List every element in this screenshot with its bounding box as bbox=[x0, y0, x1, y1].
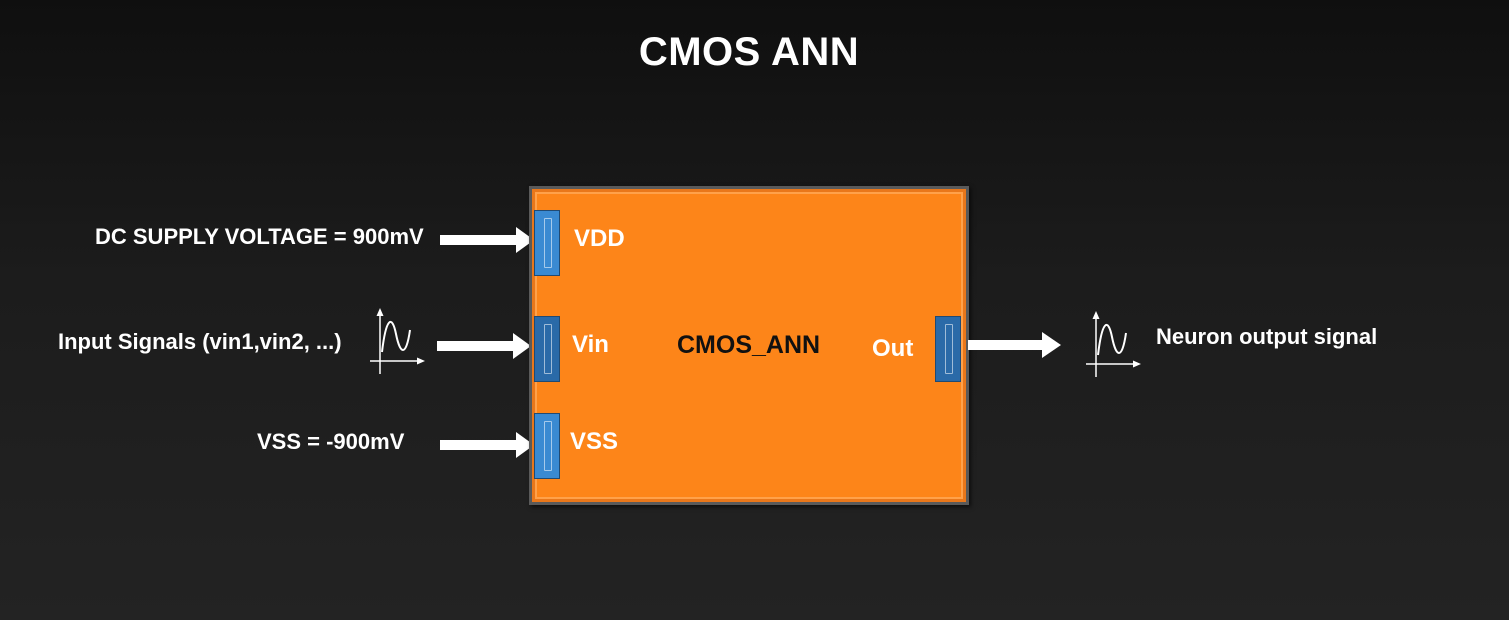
vin-pin-label: Vin bbox=[572, 331, 609, 358]
output-arrow-icon bbox=[968, 332, 1061, 358]
output-sine-wave-icon bbox=[1086, 311, 1141, 377]
vss-input-label: VSS = -900mV bbox=[257, 429, 405, 454]
vdd-arrow-icon bbox=[440, 227, 534, 253]
input-sine-wave-icon bbox=[370, 308, 425, 374]
cmos-ann-block bbox=[529, 186, 969, 505]
vss-arrow-icon bbox=[440, 432, 534, 458]
output-label: Neuron output signal bbox=[1156, 324, 1378, 349]
vdd-pin-label: VDD bbox=[574, 225, 625, 252]
vss-pin bbox=[534, 413, 560, 479]
block-name: CMOS_ANN bbox=[677, 331, 821, 359]
out-pin-label: Out bbox=[872, 335, 914, 362]
diagram-title: CMOS ANN bbox=[638, 30, 860, 74]
vdd-input-label: DC SUPPLY VOLTAGE = 900mV bbox=[95, 224, 424, 249]
out-pin bbox=[935, 316, 961, 382]
vin-arrow-icon bbox=[437, 333, 531, 359]
vin-pin bbox=[534, 316, 560, 382]
vdd-pin bbox=[534, 210, 560, 276]
vin-input-label: Input Signals (vin1,vin2, ...) bbox=[58, 329, 342, 354]
vss-pin-label: VSS bbox=[570, 428, 619, 455]
